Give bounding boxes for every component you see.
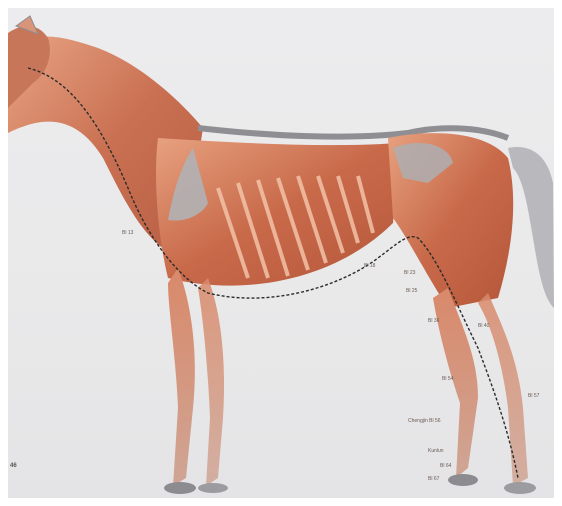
acupoint-label: Bl 40 bbox=[478, 323, 489, 329]
acupoint-label: Bl 23 bbox=[404, 270, 415, 276]
hoof-hind-far bbox=[504, 482, 536, 494]
front-leg-far bbox=[198, 278, 224, 486]
horse-anatomy-illustration bbox=[8, 8, 554, 498]
page-corner-number: 46 bbox=[10, 463, 17, 469]
anatomy-image-frame: Bl 13 Bl 18 Bl 23 Bl 25 Bl 36 Bl 40 Bl 5… bbox=[8, 8, 554, 498]
acupoint-label: Chengjin Bl 56 bbox=[408, 418, 441, 424]
hoof-hind-near bbox=[448, 474, 478, 486]
acupoint-label: Bl 13 bbox=[122, 230, 133, 236]
acupoint-label: Bl 54 bbox=[442, 376, 453, 382]
hoof-front-far bbox=[198, 483, 228, 493]
acupoint-label: Bl 25 bbox=[406, 288, 417, 294]
acupoint-label: Bl 36 bbox=[428, 318, 439, 324]
front-leg-near bbox=[168, 268, 195, 486]
hind-leg-far bbox=[478, 293, 528, 486]
acupoint-label: Kunlun bbox=[428, 448, 444, 454]
hoof-front-near bbox=[164, 482, 196, 494]
acupoint-label: Bl 64 bbox=[440, 463, 451, 469]
acupoint-label: Bl 57 bbox=[528, 393, 539, 399]
tail bbox=[508, 147, 554, 308]
acupoint-label: Bl 67 bbox=[428, 476, 439, 482]
acupoint-label: Bl 18 bbox=[364, 263, 375, 269]
